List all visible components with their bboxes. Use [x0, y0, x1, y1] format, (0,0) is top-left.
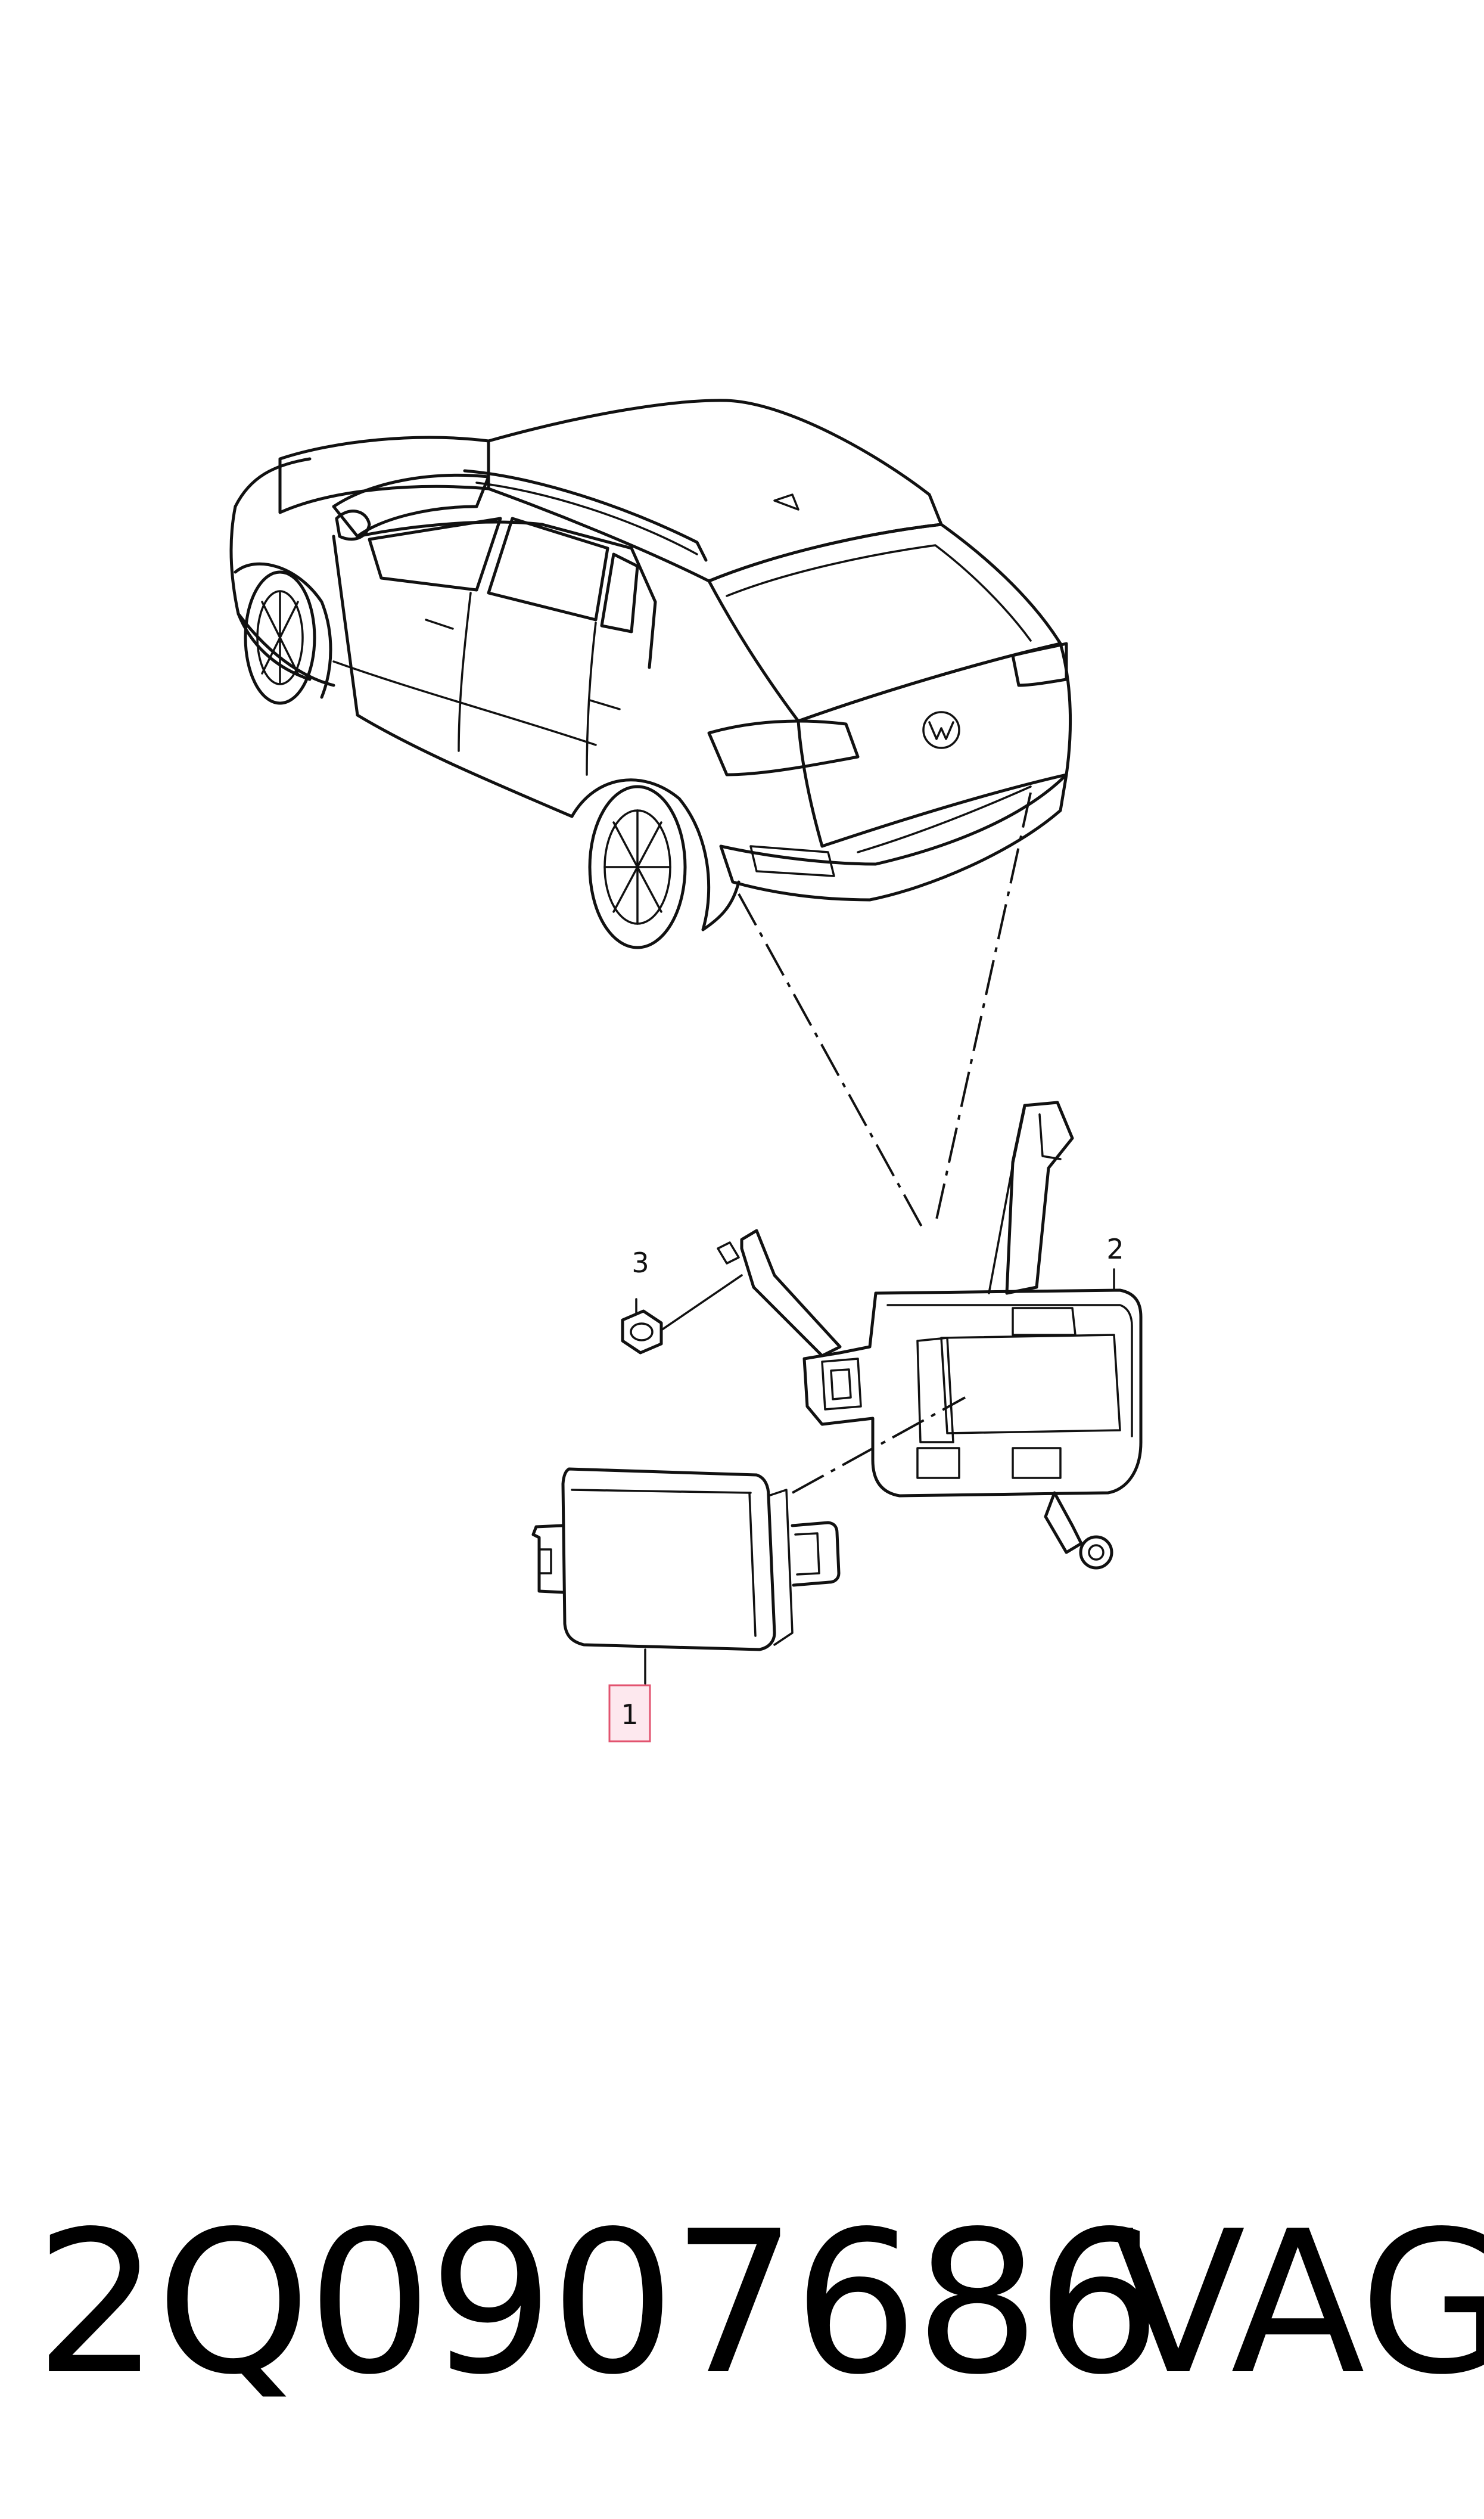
nut-part-3 — [621, 1274, 743, 1355]
vehicle-illustration — [229, 399, 1072, 949]
svg-text:3: 3 — [631, 1247, 649, 1279]
leader-lines — [738, 792, 1032, 1494]
callout-1[interactable]: 1 — [608, 1684, 651, 1743]
brand-label: VAG — [1111, 2189, 1484, 2418]
bracket-part-2 — [717, 1101, 1143, 1570]
part-number-label: 2Q0907686 — [35, 2189, 1161, 2418]
callout-2[interactable]: 2 — [1106, 1233, 1124, 1265]
callout-3[interactable]: 3 — [631, 1247, 649, 1279]
radar-sensor-part-1 — [531, 1467, 841, 1685]
svg-text:2: 2 — [1106, 1233, 1124, 1265]
svg-text:1: 1 — [621, 1698, 638, 1731]
